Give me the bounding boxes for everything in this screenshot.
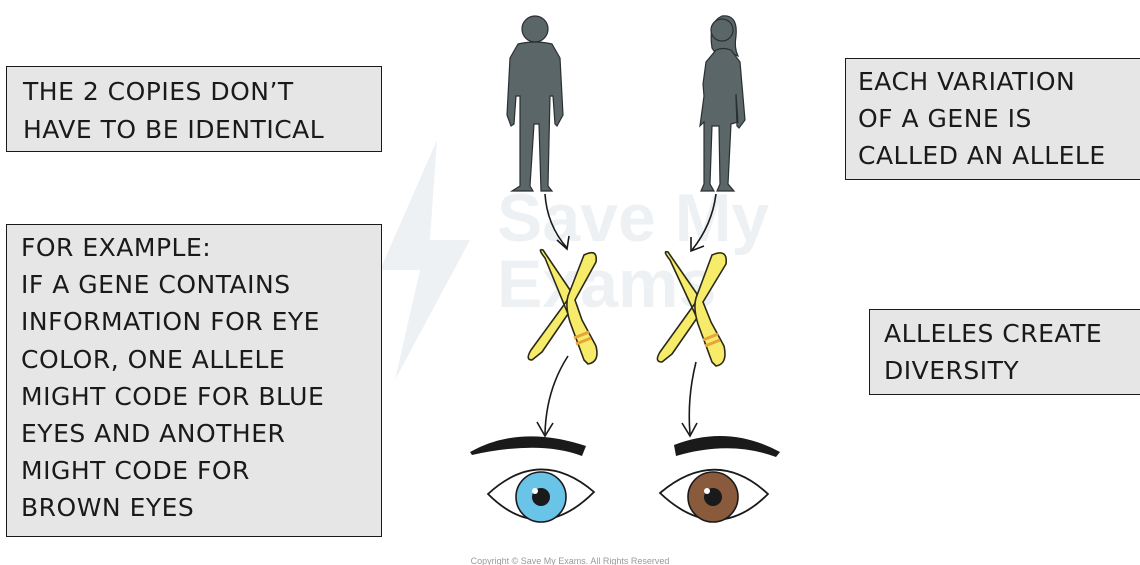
note-line: EYES AND ANOTHER xyxy=(21,415,381,452)
copyright-notice: Copyright © Save My Exams. All Rights Re… xyxy=(0,556,1140,565)
eyebrow-right xyxy=(674,436,780,457)
note-line: BROWN EYES xyxy=(21,489,381,526)
chromosome-left-icon xyxy=(528,250,597,364)
note-line: DIVERSITY xyxy=(884,352,1140,389)
arrow-chromosome-to-eye-left xyxy=(537,356,568,436)
woman-silhouette-icon xyxy=(700,16,745,191)
arrow-person-to-chromosome-left xyxy=(545,194,569,249)
note-line: CALLED AN ALLELE xyxy=(858,137,1140,174)
chromosome-right-icon xyxy=(657,252,726,366)
note-line: IF A GENE CONTAINS xyxy=(21,266,381,303)
note-line: FOR EXAMPLE: xyxy=(21,229,381,266)
man-silhouette-icon xyxy=(507,16,563,191)
note-line: THE 2 COPIES DON’T xyxy=(23,73,381,111)
note-line: OF A GENE IS xyxy=(858,100,1140,137)
note-allele-definition: EACH VARIATION OF A GENE IS CALLED AN AL… xyxy=(845,58,1140,180)
note-line: HAVE TO BE IDENTICAL xyxy=(23,111,381,149)
note-line: COLOR, ONE ALLELE xyxy=(21,341,381,378)
note-example: FOR EXAMPLE: IF A GENE CONTAINS INFORMAT… xyxy=(6,224,382,537)
note-line: MIGHT CODE FOR xyxy=(21,452,381,489)
arrow-chromosome-to-eye-right xyxy=(682,362,697,436)
watermark-bolt-icon xyxy=(380,140,470,380)
note-line: EACH VARIATION xyxy=(858,63,1140,100)
note-line: ALLELES CREATE xyxy=(884,315,1140,352)
note-line: MIGHT CODE FOR BLUE xyxy=(21,378,381,415)
eyebrow-left xyxy=(470,436,586,456)
note-line: INFORMATION FOR EYE xyxy=(21,303,381,340)
copyright-text: Copyright © Save My Exams. All Rights Re… xyxy=(471,556,670,565)
arrow-person-to-chromosome-right xyxy=(691,194,716,251)
note-copies-not-identical: THE 2 COPIES DON’T HAVE TO BE IDENTICAL xyxy=(6,66,382,152)
eye-right-icon xyxy=(660,436,780,522)
eye-left-icon xyxy=(470,436,594,522)
note-alleles-diversity: ALLELES CREATE DIVERSITY xyxy=(869,309,1140,395)
